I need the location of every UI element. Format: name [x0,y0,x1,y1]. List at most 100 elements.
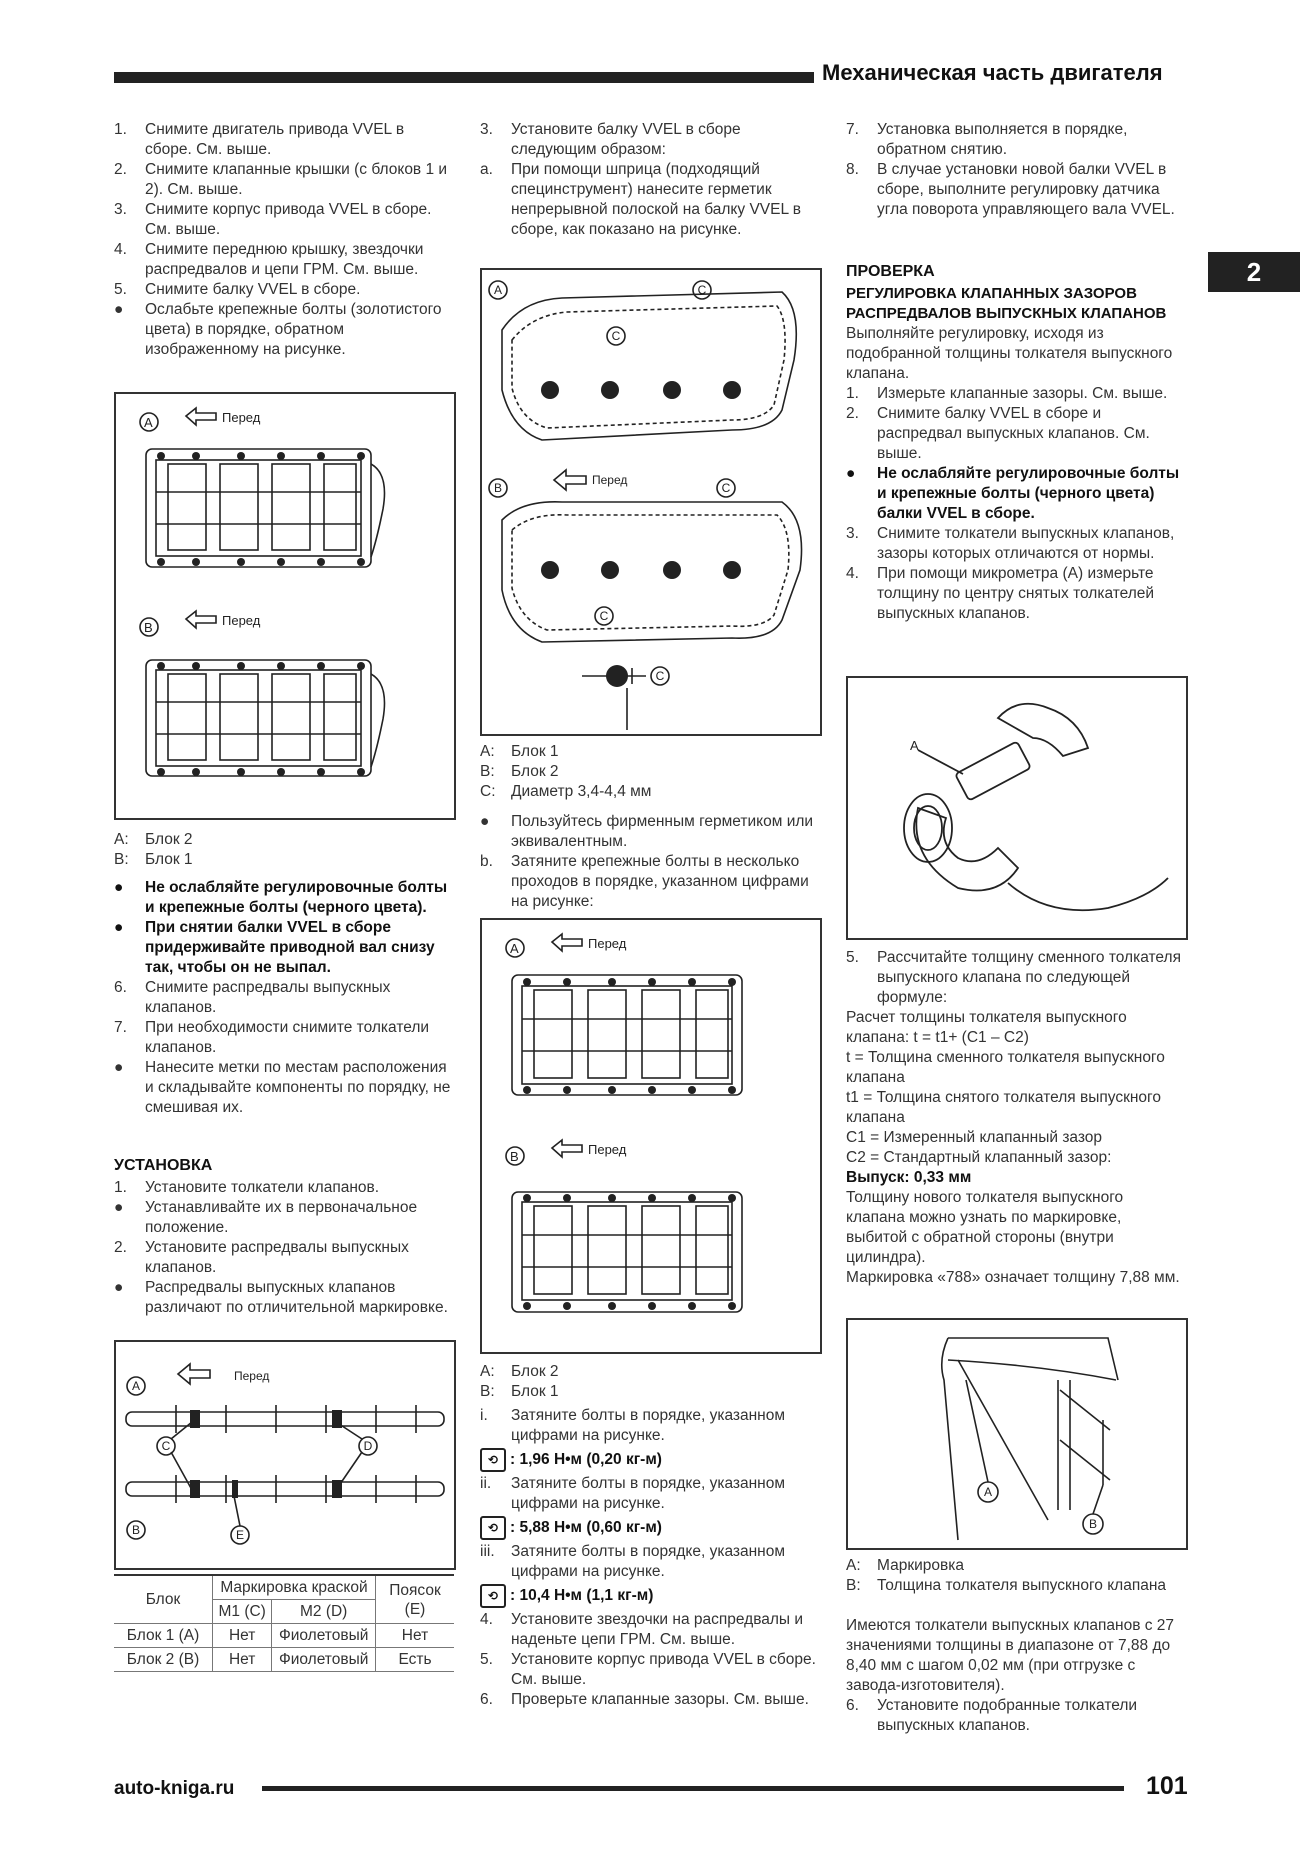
list-marker: B: [480,1383,495,1400]
list-item: 1.Установите толкатели клапанов. [114,1178,454,1198]
fig1-label-b: B [144,620,153,635]
torque-value-1: : 1,96 Н•м (0,20 кг-м) [510,1451,662,1468]
adjust-subheading: РЕГУЛИРОВКА КЛАПАННЫХ ЗАЗОРОВ РАСПРЕДВАЛ… [846,285,1167,322]
list-item-text: При снятии балки VVEL в сборе придержива… [145,919,435,976]
footer-url: auto-kniga.ru [114,1778,235,1799]
list-item-text: Блок 1 [145,851,193,868]
list-marker: 8. [846,161,859,178]
fig6-label-a: A [984,1485,992,1499]
col3-calc-section: 5.Рассчитайте толщину сменного толкателя… [846,948,1186,1288]
list-marker: a. [480,161,493,178]
th-block: Блок [114,1574,213,1624]
list-marker: 2. [114,1239,127,1256]
list-marker: A: [480,743,495,760]
list-item: ●Не ослабляйте регулировочные болты и кр… [846,464,1186,524]
fig3-label-c: C [698,283,707,297]
list-marker: 7. [114,1019,127,1036]
list-item-text: Снимите балку VVEL в сборе. [145,281,361,298]
torque-wrench-icon: ⟲ [480,1516,506,1540]
list-marker: 1. [114,121,127,138]
formula-block: Расчет толщины толкателя выпускного клап… [846,1008,1186,1168]
list-item: 3.Снимите толкатели выпускных клапанов, … [846,524,1186,564]
torque-value-3: : 10,4 Н•м (1,1 кг-м) [510,1587,654,1604]
list-item-text: Устанавливайте их в первоначальное полож… [145,1199,418,1236]
list-marker: 6. [480,1691,493,1708]
list-marker: 7. [846,121,859,138]
torque-value-2: : 5,88 Н•м (0,60 кг-м) [510,1519,662,1536]
list-marker: A: [480,1363,495,1380]
exhaust-clearance: Выпуск: 0,33 мм [846,1169,972,1186]
list-marker: 2. [114,161,127,178]
list-item-text: Снимите распредвалы выпускных клапанов. [145,979,391,1016]
list-item: i.Затяните болты в порядке, указанном ци… [480,1406,820,1446]
list-marker: 2. [846,405,859,422]
list-marker: B: [846,1577,861,1594]
list-marker: B: [114,851,129,868]
list-marker: 5. [114,281,127,298]
list-item-text: Установите толкатели клапанов. [145,1179,380,1196]
col3-steps: 7.Установка выполняется в порядке, обрат… [846,120,1186,220]
col3-steps3: 5.Рассчитайте толщину сменного толкателя… [846,948,1186,1008]
fig4-front-label-b: Перед [588,1142,627,1157]
list-item: ●При снятии балки VVEL в сборе придержив… [114,918,454,978]
list-marker: A: [846,1557,861,1574]
list-item-text: Толщина толкателя выпускного клапана [877,1577,1167,1594]
list-marker: A: [114,831,129,848]
list-item: 1.Измерьте клапанные зазоры. См. выше. [846,384,1186,404]
fig1-label-a: A [144,415,153,430]
list-item-text: Установите звездочки на распредвалы и на… [511,1611,804,1648]
list-item-text: Проверьте клапанные зазоры. См. выше. [511,1691,809,1708]
formula-line: t = Толщина сменного толкателя выпускног… [846,1049,1165,1086]
list-item: iii.Затяните болты в порядке, указанном … [480,1542,820,1582]
col1-install-section: УСТАНОВКА 1.Установите толкатели клапано… [114,1150,454,1318]
cell-belt: Нет [375,1623,454,1648]
fig3-label-c5: C [656,669,665,683]
list-item: ●Устанавливайте их в первоначальное поло… [114,1198,454,1238]
fig5-label-a: A [910,738,919,753]
para-tappet-range: Имеются толкатели выпускных клапанов с 2… [846,1617,1175,1694]
th-belt: Поясок (E) [375,1574,454,1624]
list-item: 2.Снимите балку VVEL в сборе и распредва… [846,404,1186,464]
list-marker: ● [480,813,490,830]
list-item: 6. Проверьте клапанные зазоры. См. выше. [480,1690,820,1710]
list-item-text: Установите распредвалы выпускных клапано… [145,1239,409,1276]
footer-rule [262,1786,1124,1791]
camshaft-diagram: A B C D E Перед [125,1362,445,1545]
torque-spec-1: ⟲: 1,96 Н•м (0,20 кг-м) [480,1448,820,1472]
list-item-text: Блок 2 [511,1363,559,1380]
page-header-title: Механическая часть двигателя [822,60,1163,85]
formula-line: t1 = Толщина снятого толкателя выпускног… [846,1089,1161,1126]
list-item-text: Установите подобранные толкатели выпускн… [877,1697,1138,1734]
list-item-text: Маркировка [877,1557,964,1574]
list-item-text: При помощи шприца (подходящий специнстру… [511,161,802,238]
para-marking: Толщину нового толкателя выпускного клап… [846,1189,1124,1266]
formula-line: C2 = Стандартный клапанный зазор: [846,1149,1112,1166]
caption-row: A: Маркировка [846,1556,1186,1576]
list-item-text: Снимите корпус привода VVEL в сборе. См.… [145,201,432,238]
install-heading: УСТАНОВКА [114,1157,213,1174]
fig2-label-d: D [364,1439,373,1453]
caption-row: B: Блок 1 [480,1382,820,1402]
table-row: Блок 2 (B) Нет Фиолетовый Есть [114,1647,454,1672]
caption-row: A:Блок 2 [114,830,454,850]
list-item: ● Пользуйтесь фирменным герметиком или эк… [480,812,820,852]
list-item-text: Не ослабляйте регулировочные болты и кре… [877,465,1180,522]
check-heading: ПРОВЕРКА [846,263,935,280]
list-item: 5. Снимите балку VVEL в сборе. [114,280,454,300]
list-item-text: Затяните болты в порядке, указанном цифр… [511,1543,786,1580]
list-item-text: Измерьте клапанные зазоры. См. выше. [877,385,1168,402]
list-item-text: Пользуйтесь фирменным герметиком или экв… [511,813,814,850]
list-item: 5.Установите корпус привода VVEL в сборе… [480,1650,820,1690]
fig1-front-label-b: Перед [222,613,261,628]
formula-line: Расчет толщины толкателя выпускного клап… [846,1009,1127,1046]
fig2-label-c: C [162,1439,171,1453]
col3-steps2: 1.Измерьте клапанные зазоры. См. выше.2.… [846,384,1186,624]
list-item-text: Блок 1 [511,743,559,760]
list-item: 4.При помощи микрометра (A) измерьте тол… [846,564,1186,624]
list-item: ●Распредвалы выпускных клапанов различаю… [114,1278,454,1318]
cylinder-head-diagram: A Перед B Перед [139,406,386,777]
list-item-text: Блок 1 [511,1383,559,1400]
